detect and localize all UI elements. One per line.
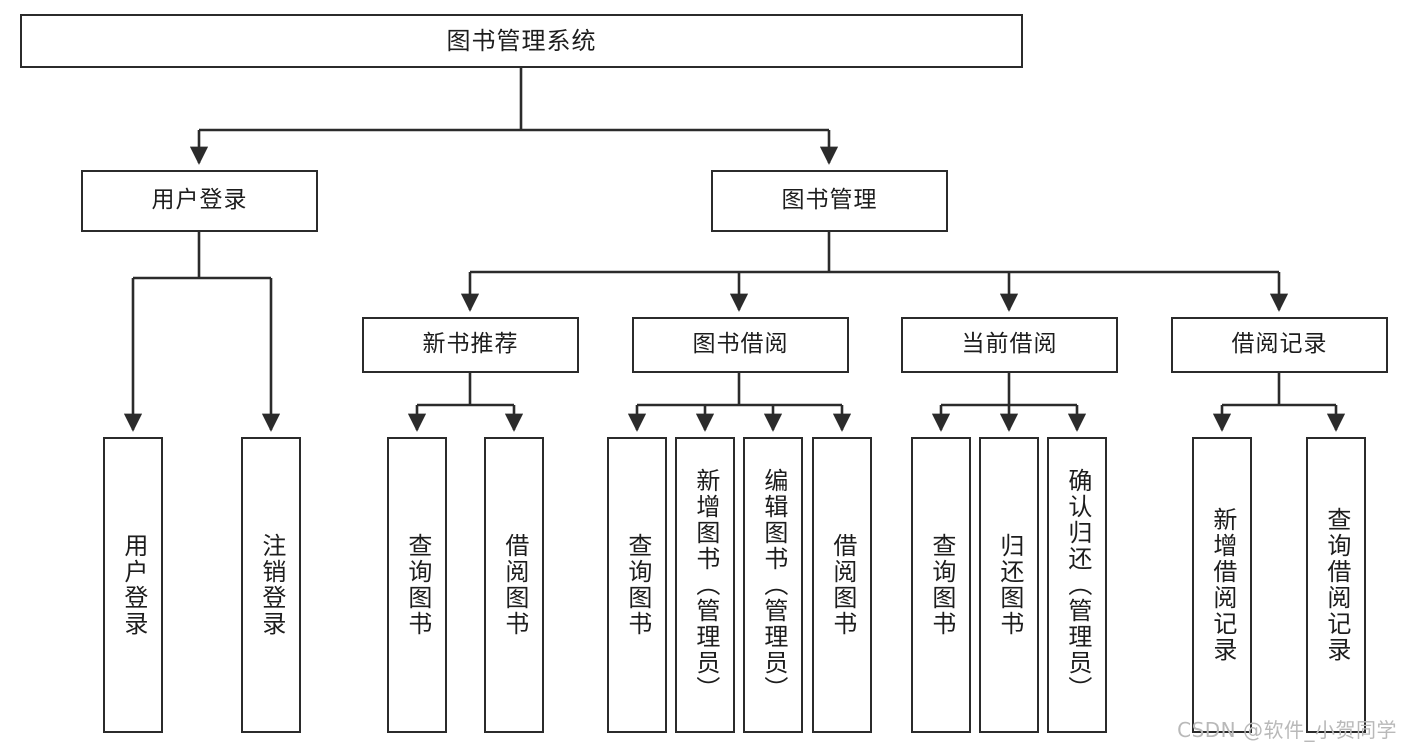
node-borrow-record[interactable]: 借阅记录 <box>1171 317 1388 373</box>
leaf-borrow-record-add[interactable]: 新增借阅记录 <box>1192 437 1252 733</box>
node-book-borrow[interactable]: 图书借阅 <box>632 317 849 373</box>
node-book-management-label: 图书管理 <box>781 187 878 214</box>
node-root-label: 图书管理系统 <box>446 26 597 55</box>
node-new-book-recommend[interactable]: 新书推荐 <box>362 317 579 373</box>
leaf-book-borrow-borrow[interactable]: 借阅图书 <box>812 437 872 733</box>
leaf-current-borrow-return[interactable]: 归还图书 <box>979 437 1039 733</box>
node-new-book-recommend-label: 新书推荐 <box>422 331 519 358</box>
leaf-book-borrow-query[interactable]: 查询图书 <box>607 437 667 733</box>
leaf-user-login-logout[interactable]: 注销登录 <box>241 437 301 733</box>
leaf-new-book-borrow[interactable]: 借阅图书 <box>484 437 544 733</box>
leaf-label: 查询图书 <box>623 533 652 637</box>
node-user-login-label: 用户登录 <box>151 187 248 214</box>
leaf-label: 新增借阅记录 <box>1208 507 1237 663</box>
node-book-borrow-label: 图书借阅 <box>692 331 789 358</box>
node-borrow-record-label: 借阅记录 <box>1231 331 1328 358</box>
leaf-label: 借阅图书 <box>828 533 857 637</box>
leaf-current-borrow-confirm[interactable]: 确认归还（管理员） <box>1047 437 1107 733</box>
leaf-current-borrow-query[interactable]: 查询图书 <box>911 437 971 733</box>
leaf-label: 新增图书（管理员） <box>691 468 720 702</box>
node-book-management[interactable]: 图书管理 <box>711 170 948 232</box>
node-user-login[interactable]: 用户登录 <box>81 170 318 232</box>
leaf-label: 注销登录 <box>257 533 286 637</box>
leaf-book-borrow-edit[interactable]: 编辑图书（管理员） <box>743 437 803 733</box>
leaf-new-book-query[interactable]: 查询图书 <box>387 437 447 733</box>
leaf-book-borrow-add[interactable]: 新增图书（管理员） <box>675 437 735 733</box>
leaf-label: 借阅图书 <box>500 533 529 637</box>
leaf-label: 确认归还（管理员） <box>1063 468 1092 702</box>
node-root[interactable]: 图书管理系统 <box>20 14 1023 68</box>
leaf-label: 用户登录 <box>119 533 148 637</box>
leaf-borrow-record-query[interactable]: 查询借阅记录 <box>1306 437 1366 733</box>
leaf-label: 查询图书 <box>927 533 956 637</box>
csdn-watermark: CSDN @软件_小贺同学 <box>1177 718 1397 742</box>
leaf-user-login-login[interactable]: 用户登录 <box>103 437 163 733</box>
node-current-borrow[interactable]: 当前借阅 <box>901 317 1118 373</box>
leaf-label: 编辑图书（管理员） <box>759 468 788 702</box>
leaf-label: 查询图书 <box>403 533 432 637</box>
node-current-borrow-label: 当前借阅 <box>961 331 1058 358</box>
leaf-label: 查询借阅记录 <box>1322 507 1351 663</box>
leaf-label: 归还图书 <box>995 533 1024 637</box>
